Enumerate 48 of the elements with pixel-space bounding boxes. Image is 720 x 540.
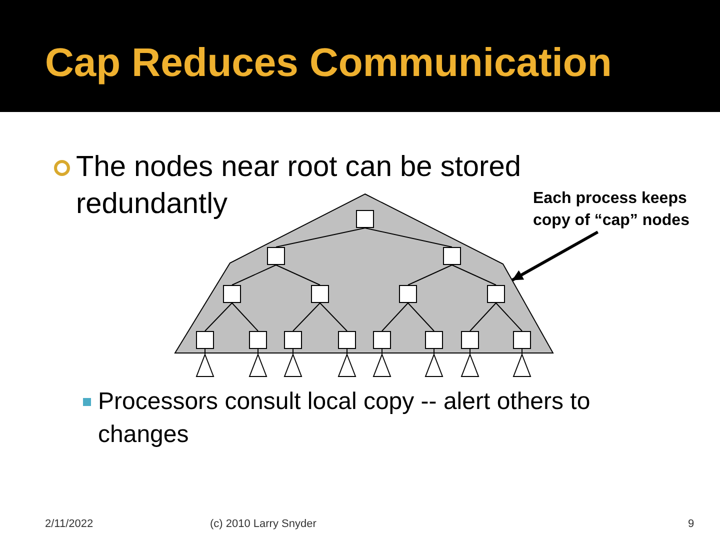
connector-line (496, 302, 522, 332)
tree-node (399, 285, 417, 303)
connector-line (292, 302, 320, 332)
tree-node (513, 331, 531, 349)
tree-node (461, 331, 479, 349)
sub-bullet-text: Processors consult local copy -- alert others to changes (98, 387, 592, 450)
tree-node (223, 285, 241, 303)
connector-line (232, 264, 276, 286)
connector-line (408, 302, 434, 332)
connector-line (382, 302, 408, 332)
callout-text: Each process keeps copy of “cap” nodes (533, 188, 713, 232)
subtree-triangle (373, 354, 391, 377)
tree-node (373, 331, 391, 349)
tree-node (356, 210, 374, 228)
tree-node (425, 331, 443, 349)
connector-line (276, 264, 320, 286)
subtree-triangle (249, 354, 267, 377)
leader-arrow (511, 230, 599, 282)
bullet-text: The nodes near root can be stored redundantly (76, 150, 522, 222)
connector-line (204, 302, 232, 332)
connector-line (364, 228, 452, 248)
connector-line (408, 264, 452, 286)
tree-node (311, 285, 329, 303)
subtree-triangle (196, 354, 214, 377)
tree-node (487, 285, 505, 303)
connector-line (320, 302, 348, 332)
footer-date: 2/11/2022 (45, 517, 94, 531)
page-number: 9 (688, 517, 694, 531)
subtree-triangle (284, 354, 302, 377)
slide-title: Cap Reduces Communication (45, 40, 612, 86)
connector-line (346, 348, 348, 354)
subtree-triangle (513, 354, 531, 377)
tree-node (196, 331, 214, 349)
connector-line (204, 348, 206, 354)
connector-line (276, 228, 366, 248)
subtree-triangle (338, 354, 356, 377)
tree-node (338, 331, 356, 349)
connector-line (292, 348, 294, 354)
tree-node (267, 247, 285, 265)
subtree-triangle (461, 354, 479, 377)
tree-node (284, 331, 302, 349)
connector-line (452, 264, 496, 286)
footer-credit: (c) 2010 Larry Snyder (210, 517, 316, 531)
connector-line (232, 302, 258, 332)
tree-node (443, 247, 461, 265)
subtree-triangle (425, 354, 443, 377)
tree-node (249, 331, 267, 349)
connector-line (470, 302, 496, 332)
